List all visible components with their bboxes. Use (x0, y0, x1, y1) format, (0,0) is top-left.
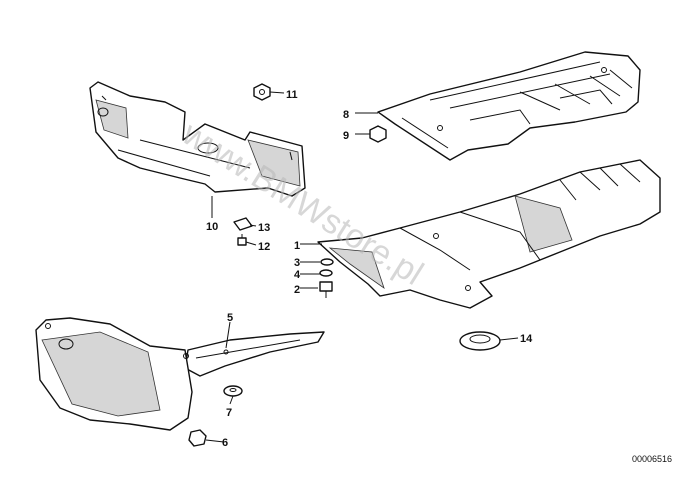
callout-7: 7 (226, 407, 232, 419)
heat-shield-lower-flat (184, 331, 325, 377)
washer-4 (319, 269, 333, 277)
bolt-2 (319, 281, 333, 298)
nut-9 (369, 125, 387, 143)
callout-6: 6 (222, 437, 228, 449)
callout-11: 11 (286, 89, 298, 101)
reference-code: 00006516 (632, 454, 672, 464)
nut-11 (253, 83, 271, 101)
callout-14: 14 (520, 333, 533, 345)
callout-10: 10 (206, 221, 218, 233)
callout-12: 12 (258, 241, 270, 253)
clip-13 (233, 217, 253, 231)
nut-6 (188, 429, 207, 447)
callout-5: 5 (227, 312, 233, 324)
heat-shield-lower-left (35, 317, 193, 431)
leader-lines (205, 91, 519, 443)
heat-shield-main (317, 159, 661, 309)
screw-12 (237, 234, 247, 246)
callout-9: 9 (343, 130, 349, 142)
washer-3 (320, 258, 334, 266)
callout-4: 4 (294, 269, 301, 281)
heat-shield-upper-right (377, 51, 641, 161)
callout-3: 3 (294, 257, 300, 269)
callout-1: 1 (294, 240, 300, 252)
callout-2: 2 (294, 284, 300, 296)
callout-8: 8 (343, 109, 349, 121)
callout-13: 13 (258, 222, 270, 234)
watermark: www.BMWstore.pl (175, 114, 430, 293)
washer-7 (223, 385, 243, 397)
grommet-14 (459, 331, 501, 351)
heat-shield-front (89, 81, 306, 197)
